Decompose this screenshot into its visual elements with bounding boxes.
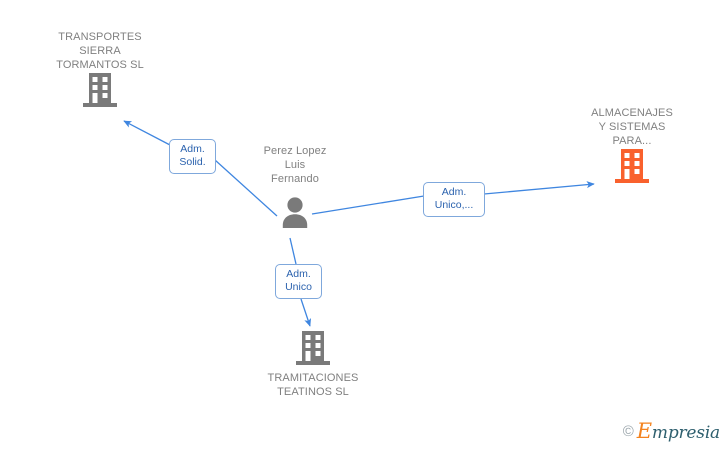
node-label-tramitaciones: TRAMITACIONES TEATINOS SL [267, 372, 359, 398]
building-icon [615, 149, 649, 183]
building-icon-wrap-almacenajes [572, 148, 692, 186]
building-icon-wrap-transportes [40, 72, 160, 110]
person-icon-wrap [235, 192, 355, 228]
node-label-persona: Perez Lopez Luis Fernando [263, 145, 327, 185]
node-person-perez-lopez-luis-fernando[interactable]: Perez Lopez Luis Fernando [235, 144, 355, 228]
watermark-empresia: © Empresia [623, 421, 720, 442]
edge-chip-adm-unico-multi[interactable]: Adm. Unico,... [423, 182, 485, 217]
watermark-brand-initial: E [636, 419, 652, 443]
node-company-almacenajes[interactable]: ALMACENAJES Y SISTEMAS PARA... [572, 106, 692, 186]
edge-line-persona-unico [289, 237, 297, 265]
watermark-brand: Empresia [637, 421, 720, 442]
node-company-tramitaciones[interactable]: TRAMITACIONES TEATINOS SL [253, 330, 373, 399]
watermark-brand-rest: mpresia [651, 423, 720, 443]
node-label-almacenajes: ALMACENAJES Y SISTEMAS PARA... [591, 107, 673, 147]
edge-chip-adm-solid[interactable]: Adm. Solid. [169, 139, 216, 174]
copyright-icon: © [622, 423, 634, 440]
node-label-transportes: TRANSPORTES SIERRA TORMANTOS SL [56, 31, 144, 71]
edge-line-unico-tramitaciones [300, 298, 312, 327]
building-icon-wrap-tramitaciones [253, 330, 373, 368]
building-icon [296, 331, 330, 365]
edge-line-solid-transportes [123, 120, 171, 146]
edge-chip-adm-unico[interactable]: Adm. Unico [275, 264, 322, 299]
person-icon [282, 197, 308, 228]
building-icon [83, 73, 117, 107]
node-company-transportes[interactable]: TRANSPORTES SIERRA TORMANTOS SL [40, 30, 160, 110]
